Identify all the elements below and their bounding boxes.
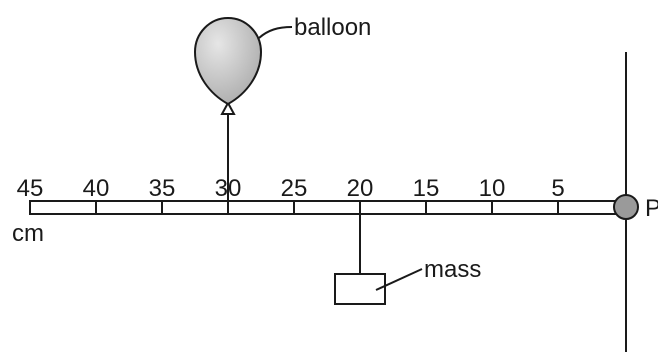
mass-label: mass xyxy=(424,256,481,283)
tick-label-40: 40 xyxy=(83,175,110,202)
balloon-label: balloon xyxy=(294,14,371,41)
tick-label-10: 10 xyxy=(479,175,506,202)
tick-label-35: 35 xyxy=(149,175,176,202)
balloon-leader-line xyxy=(258,26,293,39)
ruler-tick-marks xyxy=(95,201,559,214)
tick-label-20: 20 xyxy=(347,175,374,202)
meter-rule xyxy=(29,200,627,215)
tick-label-5: 5 xyxy=(551,175,564,202)
tick-label-15: 15 xyxy=(413,175,440,202)
balloon xyxy=(193,16,263,106)
pivot-label: P xyxy=(645,195,658,222)
unit-label: cm xyxy=(12,220,44,247)
balloon-knot xyxy=(220,100,236,115)
tick-label-25: 25 xyxy=(281,175,308,202)
pivot-point xyxy=(613,194,639,220)
ruler-tick-labels: 45 40 35 30 25 20 15 10 5 xyxy=(17,175,565,202)
tick-label-45: 45 xyxy=(17,175,44,202)
mass-leader-line xyxy=(375,268,423,291)
